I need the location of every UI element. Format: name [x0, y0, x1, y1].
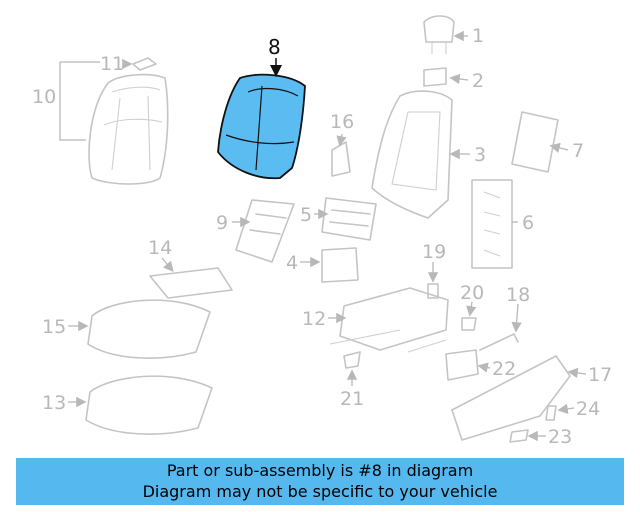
- callout-22: 22: [492, 358, 516, 380]
- part-9-pad: [235, 199, 295, 263]
- part-10-seatback-assembly: [88, 73, 169, 185]
- callout-12: 12: [302, 308, 326, 330]
- part-20-cover: [461, 317, 477, 331]
- leader-17: [567, 367, 587, 379]
- callout-2: 2: [472, 70, 484, 92]
- callout-14: 14: [148, 237, 172, 259]
- callout-6: 6: [522, 212, 534, 234]
- leader-10: [59, 61, 100, 141]
- callout-5: 5: [300, 204, 312, 226]
- part-11-clip: [132, 57, 157, 71]
- callout-3: 3: [474, 144, 486, 166]
- callout-7: 7: [572, 140, 584, 162]
- part-24-knob: [545, 405, 557, 421]
- callout-20: 20: [460, 282, 484, 304]
- callout-13: 13: [42, 392, 66, 414]
- leader-24: [557, 403, 575, 415]
- callout-21: 21: [340, 388, 364, 410]
- callout-11: 11: [100, 53, 124, 75]
- banner-line-part: Part or sub-assembly is #8 in diagram: [166, 461, 474, 480]
- part-6-fastener-set: [471, 179, 513, 269]
- leader-2: [449, 73, 469, 85]
- callout-1: 1: [472, 25, 484, 47]
- callout-18: 18: [506, 284, 530, 306]
- part-22-switch: [445, 349, 479, 381]
- leader-16: [336, 133, 347, 147]
- part-23-knob: [509, 429, 529, 443]
- leader-7: [549, 142, 569, 153]
- callout-19: 19: [422, 241, 446, 263]
- part-3-seatback-frame: [371, 90, 453, 219]
- part-18-rod: [479, 333, 519, 351]
- part-7-back-panel: [511, 111, 559, 173]
- part-17-side-shield: [451, 355, 571, 441]
- part-14-heater-mat: [149, 267, 233, 299]
- callout-17: 17: [588, 364, 612, 386]
- callout-15: 15: [42, 316, 66, 338]
- callout-10: 10: [32, 86, 56, 108]
- leader-20: [466, 301, 477, 317]
- part-13-cushion-cover: [85, 375, 213, 435]
- callout-16: 16: [330, 111, 354, 133]
- callout-24: 24: [576, 398, 600, 420]
- banner-line-disclaimer: Diagram may not be specific to your vehi…: [142, 482, 498, 501]
- callout-9: 9: [216, 212, 228, 234]
- part-2-guide: [423, 67, 447, 87]
- part-8-seatback-cover[interactable]: [217, 73, 306, 180]
- part-15-cushion-pad: [87, 299, 211, 359]
- part-16-bracket: [331, 141, 351, 177]
- part-4-lumbar: [321, 247, 359, 283]
- part-12-seat-frame: [329, 287, 449, 353]
- part-5-spring-mat: [321, 197, 377, 241]
- callout-23: 23: [548, 426, 572, 448]
- callout-8[interactable]: 8: [268, 35, 281, 59]
- part-21-trim: [343, 351, 361, 369]
- info-banner: Part or sub-assembly is #8 in diagram Di…: [16, 458, 624, 505]
- leader-14: [161, 257, 174, 272]
- leader-18: [511, 303, 522, 333]
- callout-4: 4: [286, 252, 298, 274]
- leader-22: [477, 362, 491, 373]
- part-1-headrest: [423, 15, 455, 54]
